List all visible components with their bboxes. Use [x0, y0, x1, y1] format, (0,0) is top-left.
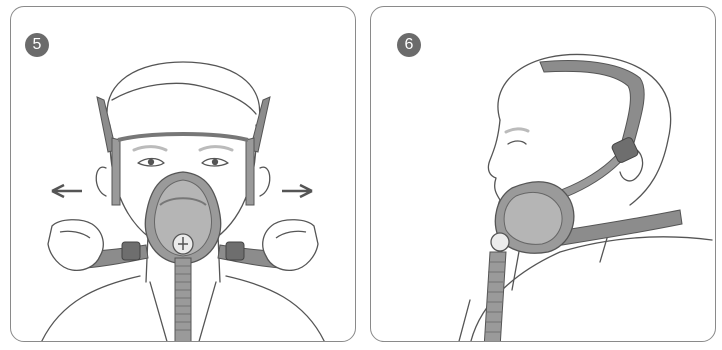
shirt-left	[40, 276, 140, 345]
front-headgear	[84, 97, 282, 348]
collar-left	[150, 282, 168, 345]
hair	[107, 62, 260, 125]
ear-left	[96, 167, 106, 196]
hand-left	[48, 220, 103, 271]
shirt-right	[226, 276, 326, 345]
side-headgear	[484, 61, 682, 348]
collar-right	[198, 282, 216, 345]
arrow-right-icon	[282, 185, 312, 197]
top-strap	[540, 61, 644, 150]
hand-right	[263, 220, 318, 271]
ear-right	[260, 167, 270, 196]
arrow-left-icon	[52, 185, 82, 197]
